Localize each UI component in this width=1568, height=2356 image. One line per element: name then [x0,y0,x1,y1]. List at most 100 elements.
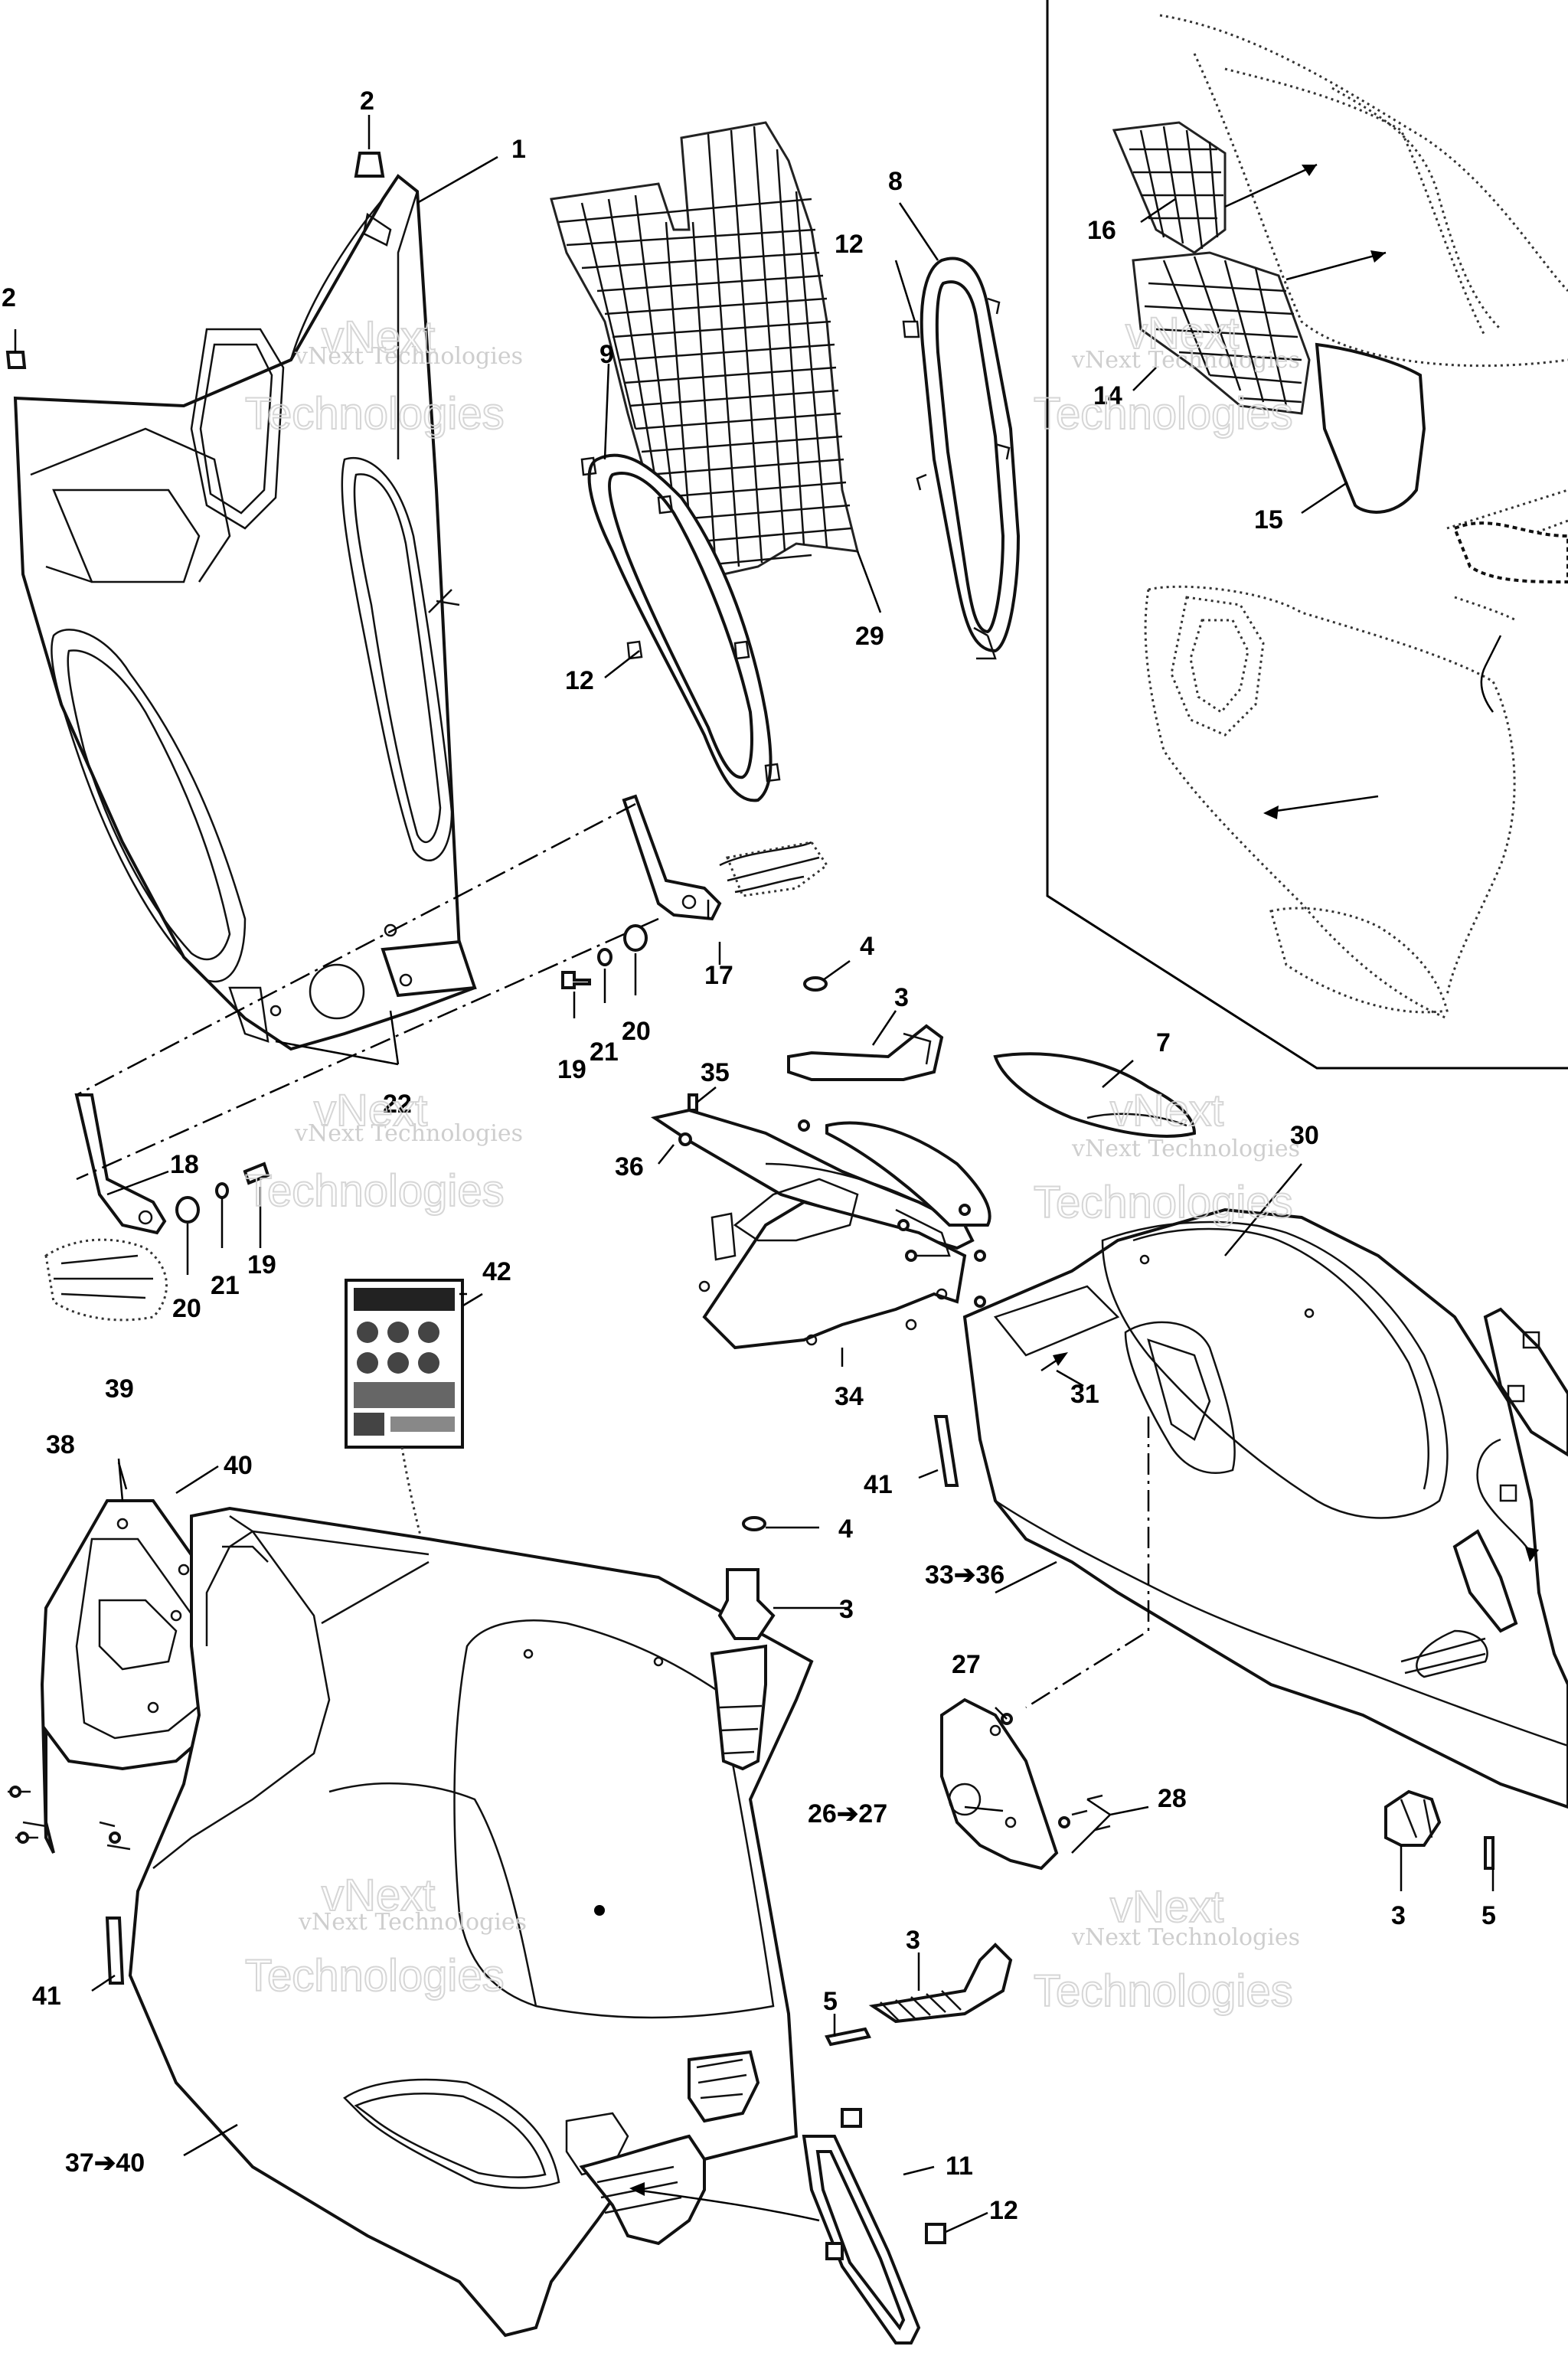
callout-14: 14 [1093,381,1122,410]
callout-33-36: 33➔36 [925,1560,1004,1590]
callout-5: 5 [1481,1901,1496,1930]
bracket-left [44,1093,168,1322]
watermark-text: vNext Technologies [1071,1924,1300,1951]
callout-40: 40 [224,1451,253,1480]
callout-12: 12 [989,2196,1018,2225]
vent-left [580,453,781,802]
hardware-right [561,924,648,989]
watermark-outline: vNext [322,1871,435,1920]
watermark-outline: Technologies [1034,389,1293,439]
nose-panel [13,174,477,1051]
callout-37-40: 37➔40 [65,2149,145,2178]
trim-strip-right [933,1415,959,1487]
centerline-mid [1025,1417,1150,1709]
watermark-outline: vNext [1110,1882,1223,1932]
watermark-outline: Technologies [1034,1966,1293,2016]
rear-bracket [940,1698,1111,1871]
inner-panel [650,1108,991,1350]
watermark-outline: vNext [322,312,435,362]
inset-vent [1452,521,1568,583]
clip-top [354,115,385,178]
bracket-right [622,794,829,921]
callout-35: 35 [701,1058,730,1087]
lower-side-panel [128,1506,820,2338]
callout-34: 34 [835,1382,864,1411]
callout-3: 3 [906,1926,920,1955]
callout-2: 2 [360,87,374,116]
callout-19: 19 [557,1055,586,1084]
watermark-outline: Technologies [245,389,505,439]
leader-lines [91,155,1494,2233]
vent-small [802,2108,946,2345]
warning-decal [345,1279,464,1449]
handle-upper [787,976,944,1081]
watermarks: vNext Technologies Technologies vNext vN… [244,308,1300,2017]
inset-mesh-upper [1112,121,1227,254]
main-mesh [550,121,859,583]
callout-8: 8 [888,167,903,196]
callout-3: 3 [839,1595,854,1624]
watermark-text: vNext Technologies [294,1120,523,1147]
hardware-left [175,1162,270,1224]
callout-39: 39 [105,1374,134,1403]
callout-12: 12 [835,230,864,259]
centerline-lower [76,917,659,1181]
watermark-text: vNext Technologies [1071,1136,1300,1162]
small-screws [678,1093,698,1146]
callout-9: 9 [599,340,614,369]
callout-18: 18 [170,1150,199,1179]
handle-bottom [825,1943,1013,2047]
callout-26-27: 26➔27 [808,1799,887,1828]
inset-panel [1046,0,1568,1070]
callout-41: 41 [32,1982,61,2011]
callout-7: 7 [1156,1028,1171,1057]
callout-31: 31 [1070,1380,1099,1409]
screws-mid [798,1119,986,1308]
callout-5: 5 [823,1987,838,2016]
callout-3: 3 [1391,1901,1406,1930]
screws-left [8,1786,131,1851]
watermark-outline: Technologies [1034,1178,1293,1227]
callout-11: 11 [946,2152,973,2181]
callout-16: 16 [1087,216,1116,245]
watermark-outline: vNext [1125,309,1239,358]
callout-labels: 1 2 2 8 12 9 12 29 16 14 15 17 19 21 20 … [2,87,1496,2225]
watermark-outline: Technologies [245,1951,505,2001]
callout-17: 17 [704,961,733,990]
callout-42: 42 [482,1257,511,1286]
callout-15: 15 [1254,505,1283,534]
callout-4: 4 [860,932,874,961]
callout-28: 28 [1158,1784,1187,1813]
callout-19: 19 [247,1250,276,1279]
trim-strip-left [105,1916,125,1985]
callout-12: 12 [565,666,594,695]
callout-21: 21 [590,1037,619,1067]
pin-left [5,329,27,369]
right-side-panel [962,1207,1568,1809]
watermark-text: vNext Technologies [1071,347,1300,374]
watermark-outline: vNext [1110,1086,1223,1136]
inset-pad [1315,342,1426,514]
callout-2: 2 [2,283,16,312]
watermark-text: vNext Technologies [298,1909,527,1936]
watermark-outline: Technologies [245,1166,505,1216]
callout-22: 22 [383,1090,412,1119]
callout-30: 30 [1290,1121,1319,1150]
callout-36: 36 [615,1152,644,1181]
watermark-outline: vNext [314,1086,427,1136]
callout-4: 4 [838,1515,853,1544]
watermark-text: vNext Technologies [294,343,523,370]
callout-20: 20 [172,1294,201,1323]
callout-29: 29 [855,622,884,651]
callout-41: 41 [864,1470,893,1499]
callout-38: 38 [46,1430,75,1459]
callout-20: 20 [622,1017,651,1046]
trim-piece [993,1052,1197,1138]
vent-right [902,257,1021,660]
callout-21: 21 [211,1271,240,1300]
callout-3: 3 [894,983,909,1012]
callout-1: 1 [511,135,526,164]
centerline-upper [76,802,636,1096]
